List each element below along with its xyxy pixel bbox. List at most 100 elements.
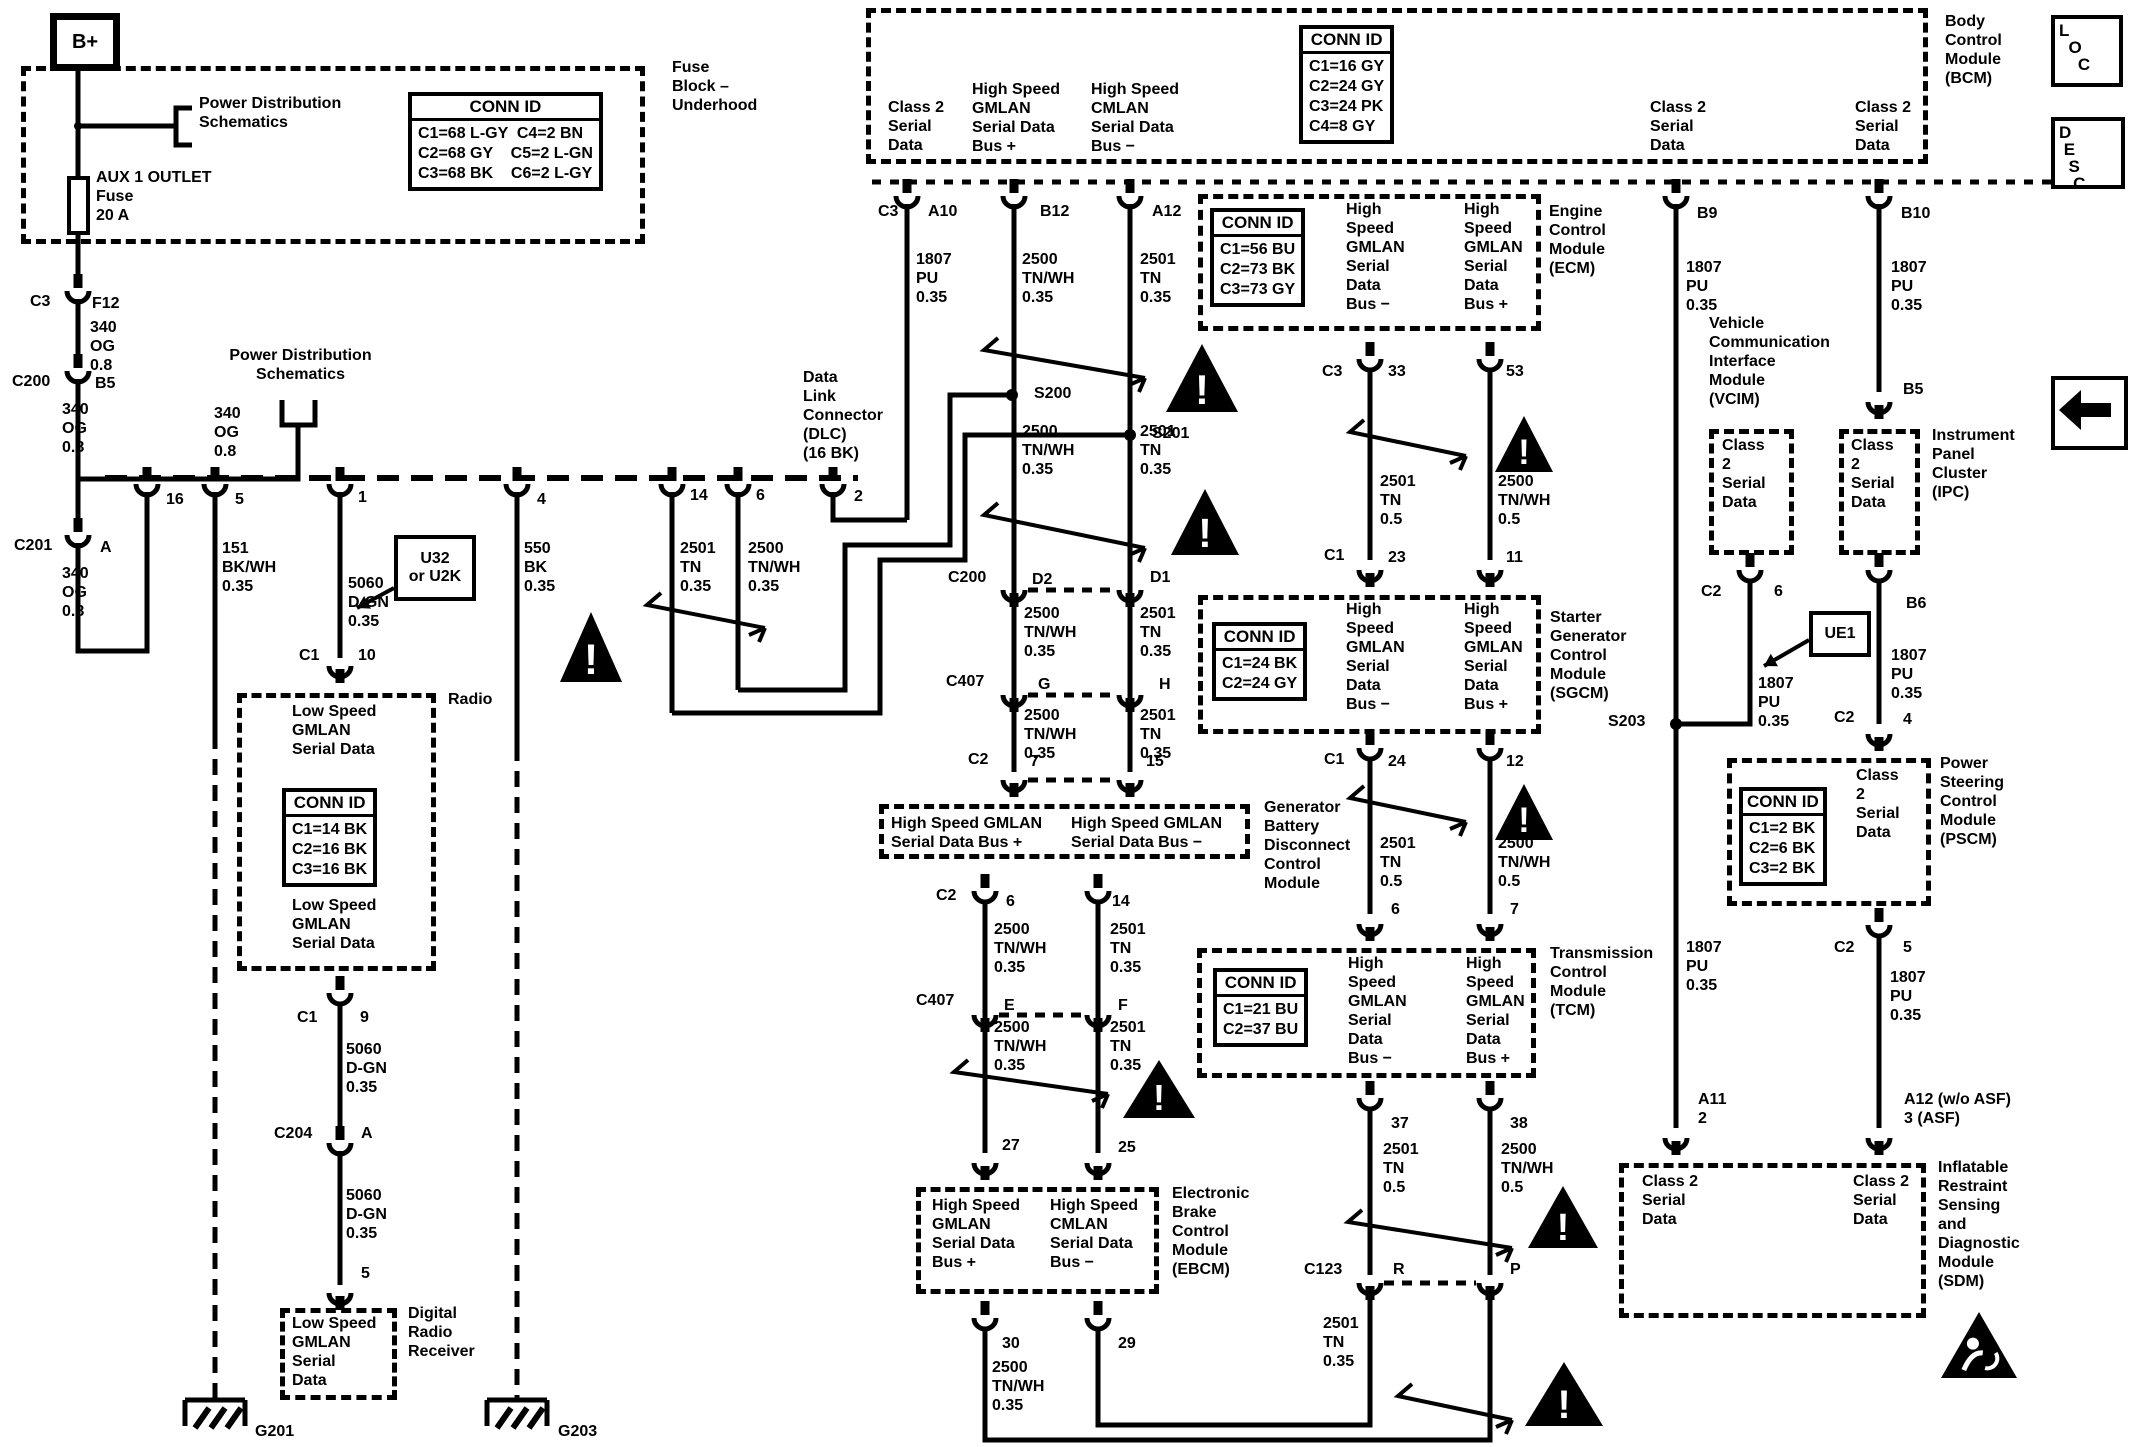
conn-id-rows: C1=21 BU C2=37 BU (1223, 1001, 1299, 1038)
wire-2500-05c: 2500 TN/WH 0.5 (1501, 1141, 1554, 1196)
pin-connector (1865, 924, 1893, 939)
wire-1807-b9: 1807 PU 0.35 (1686, 259, 1722, 314)
pin-38: 38 (1510, 1115, 1528, 1132)
pin-24: 24 (1388, 753, 1406, 770)
conn-id-rows: C1=14 BK C2=16 BK C3=16 BK (292, 821, 368, 878)
radio-label: Radio (448, 691, 493, 708)
pin-h: H (1159, 676, 1171, 693)
airbag-bag-arc (1984, 1351, 2000, 1371)
wire-2500-5: 2500 TN/WH 0.35 (994, 921, 1047, 976)
pin-25: 25 (1118, 1139, 1136, 1156)
pin-connector (64, 534, 92, 549)
pin-a11: A11 2 (1698, 1091, 1727, 1127)
tcm-bus-minus: High Speed GMLAN Serial Data Bus − (1348, 955, 1407, 1067)
ipc-box (1839, 429, 1920, 555)
conn-c123: C123 (1304, 1261, 1343, 1278)
option-u32: U32 or U2K (394, 535, 476, 601)
pin-a: A (100, 539, 112, 556)
ecm-bus-plus: High Speed GMLAN Serial Data Bus + (1464, 201, 1523, 313)
pin-connector (1356, 747, 1384, 762)
radio-box (237, 693, 436, 971)
sgcm-box (1198, 595, 1541, 734)
wire-pin2 (830, 492, 907, 523)
pin-6: 6 (756, 487, 765, 504)
gbdcm-label: Generator Battery Disconnect Control Mod… (1264, 799, 1351, 892)
conn-c1-10: C1 (299, 647, 320, 664)
pin-27: 27 (1002, 1137, 1020, 1154)
pin-connector (201, 483, 229, 498)
warning-triangle-icon (1528, 1186, 1598, 1248)
wire-2501-a12: 2501 TN 0.35 (1140, 251, 1176, 306)
warning-exclamation: ! (1557, 1207, 1570, 1249)
conn-id-rows: C1=16 GY C2=24 GY C3=24 PK C4=8 GY (1309, 58, 1385, 135)
warning-triangle-icon (1166, 344, 1238, 412)
bcm-class2-b9: Class 2 Serial Data (1650, 99, 1707, 154)
splice-s200-label: S200 (1034, 385, 1072, 402)
aux-fuse-label: AUX 1 OUTLET Fuse 20 A (96, 169, 212, 224)
bcm-box (866, 8, 1928, 164)
pin-30: 30 (1002, 1335, 1020, 1352)
wire-5060-3: 5060 D-GN 0.35 (346, 1187, 387, 1242)
pin-a12: A12 (1152, 203, 1182, 220)
pin-5c: 5 (1903, 939, 1912, 956)
splice-s200 (1006, 389, 1018, 401)
pscm-box (1727, 758, 1931, 906)
fuse-block-label: Fuse Block – Underhood (672, 59, 758, 114)
wire-2500-dlc: 2500 TN/WH 0.35 (748, 540, 801, 595)
conn-c1-9: C1 (297, 1009, 318, 1026)
pin-connector (658, 483, 686, 498)
wire-2501-5: 2501 TN 0.35 (1110, 921, 1146, 976)
pin-b6: B6 (1906, 595, 1927, 612)
conn-c2c: C2 (1701, 583, 1722, 600)
conn-id-rows: C1=2 BK C2=6 BK C3=2 BK (1749, 820, 1816, 877)
wire-1807-s203: 1807 PU 0.35 (1686, 939, 1722, 994)
pin-connector (893, 195, 921, 210)
pin-14b: 14 (1112, 893, 1130, 910)
gbdcm-bus-minus: High Speed GMLAN Serial Data Bus − (1071, 815, 1223, 851)
pin-29: 29 (1118, 1335, 1136, 1352)
airbag-person-head (1966, 1337, 1979, 1350)
vcim-box (1709, 429, 1794, 555)
conn-id-rows: C1=68 L-GY C4=2 BN C2=68 GY C5=2 L-GN C3… (418, 125, 593, 182)
wire-2500-4: 2500 TN/WH 0.35 (1024, 707, 1077, 762)
pin-f12: F12 (92, 295, 120, 312)
pin-f: F (1118, 997, 1128, 1014)
bcm-label: Body Control Module (BCM) (1945, 13, 2002, 87)
twisted-pair-icon (979, 501, 1147, 563)
pin-7: 7 (1030, 753, 1039, 770)
pin-23: 23 (1388, 549, 1406, 566)
ground-g201-label: G201 (255, 1423, 295, 1440)
warning-exclamation: ! (1153, 1077, 1165, 1118)
wire-2501-7: 2501 TN 0.35 (1323, 1315, 1359, 1370)
ground-g201 (182, 1397, 248, 1426)
conn-c1a: C1 (1324, 547, 1345, 564)
pin-d2: D2 (1032, 571, 1053, 588)
ground-g203-label: G203 (558, 1423, 598, 1440)
conn-c1b: C1 (1324, 751, 1345, 768)
conn-id-rows: C1=56 BU C2=73 BK C3=73 GY (1220, 241, 1296, 298)
wire-2501-05b: 2501 TN 0.5 (1380, 835, 1416, 890)
vcim-class2: Class 2 Serial Data (1722, 437, 1766, 511)
sdm-box (1619, 1163, 1926, 1318)
conn-c2b: C2 (936, 887, 957, 904)
wire-s201-branch (672, 432, 1130, 716)
conn-c3: C3 (30, 293, 51, 310)
twisted-pair-icon (1345, 784, 1468, 837)
radio-lowspeed-2: Low Speed GMLAN Serial Data (292, 897, 377, 952)
drr-lowspeed: Low Speed GMLAN Serial Data (292, 1315, 377, 1389)
schematic-ref-bracket-2 (279, 400, 318, 428)
schematic-ref-bracket-1 (173, 105, 192, 148)
ground-tooth (510, 1406, 530, 1430)
loc-icon: L O C (2051, 15, 2123, 87)
wire-340-3: 340 OG 0.8 (214, 405, 241, 460)
pin-53: 53 (1506, 363, 1524, 380)
pin-connector (1000, 195, 1028, 210)
pin-connector (1356, 358, 1384, 373)
option-ue1: UE1 (1809, 611, 1871, 657)
twisted-pair-icon (1343, 1208, 1514, 1263)
pin-r: R (1393, 1261, 1405, 1278)
ground-tooth (208, 1406, 228, 1430)
